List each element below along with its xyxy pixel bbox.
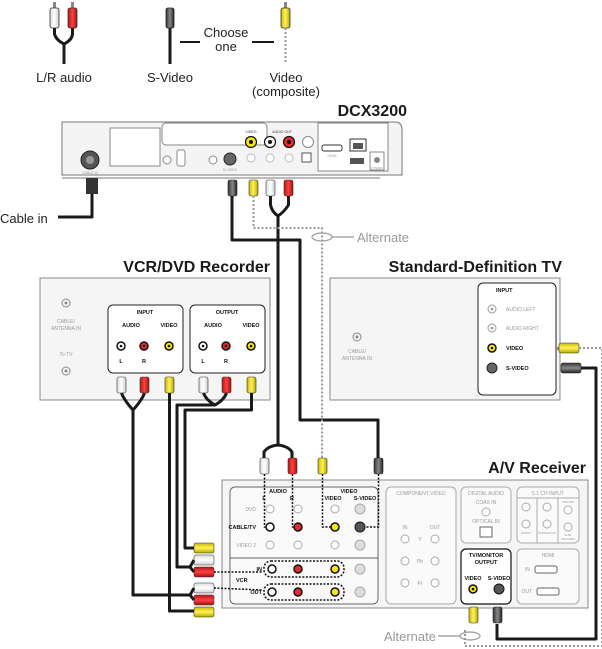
legend: L/R audio S-Video Choose one Video (comp… <box>36 2 320 99</box>
receiver-tv-monitor-1: TV/MONITOR <box>469 553 503 559</box>
receiver-tv-monitor-2: OUTPUT <box>475 560 498 566</box>
vcr-output-r: R <box>224 359 228 365</box>
coax-cable <box>58 192 94 219</box>
vcr-title: VCR/DVD Recorder <box>123 259 270 276</box>
legend-video: Video <box>269 70 302 85</box>
receiver-back-panel: AUDIO L R VIDEO VIDEO S-VIDEO DVD CABLE/… <box>221 479 589 609</box>
receiver-bottom-plugs <box>468 606 503 624</box>
receiver-cable-tv: CABLE/TV <box>229 525 257 531</box>
coax-connector-icon <box>86 178 98 194</box>
dcx3200-title: DCX3200 <box>338 103 407 120</box>
cable-in-label: Cable in <box>0 211 48 226</box>
receiver-vcr-in: IN <box>257 567 263 573</box>
legend-choose: Choose <box>204 25 249 40</box>
legend-lr-audio: L/R audio <box>36 70 92 85</box>
composite-video-plug-icon <box>280 2 291 64</box>
vcr-cable-antenna-1: CABLE/ <box>57 319 75 325</box>
dcx-power-label: POWER <box>371 166 383 170</box>
vcr-input-audio: AUDIO <box>122 323 140 329</box>
vcr-input-l: L <box>119 359 123 365</box>
legend-one: one <box>215 39 237 54</box>
tv-svideo: S-VIDEO <box>506 366 529 372</box>
receiver-surround: SURROUND <box>538 531 556 535</box>
alternate-label-bottom: Alternate <box>384 629 436 644</box>
tv-audio-right: AUDIO RIGHT <box>506 326 539 332</box>
tv-audio-left: AUDIO LEFT <box>506 307 535 313</box>
dcx-cable-in-label: CABLE IN <box>82 171 98 175</box>
vcr-to-tv: To TV <box>60 352 74 358</box>
vcr-output-l: L <box>201 359 205 365</box>
vcr-back-panel: CABLE/ ANTENNA IN To TV INPUT AUDIO VIDE… <box>39 277 271 401</box>
dcx-hdmi-label: HDMI <box>328 154 337 158</box>
dcx-video-label: VIDEO <box>246 130 257 134</box>
vcr-output-video: VIDEO <box>242 323 260 329</box>
svideo-cable-dcx-to-receiver <box>230 196 380 458</box>
receiver-video2: VIDEO 2 <box>236 543 256 549</box>
vcr-output-audio: AUDIO <box>204 323 222 329</box>
dcx-svideo-label: S-VIDEO <box>223 168 238 172</box>
receiver-pr: Pr <box>418 581 423 587</box>
receiver-hdmi: HDMI <box>542 553 555 559</box>
vcr-plugs <box>116 376 257 394</box>
receiver-center: CENTER <box>562 500 575 504</box>
s-video-plug-icon <box>165 7 175 64</box>
tv-cable-antenna-2: ANTENNA IN <box>342 356 372 362</box>
receiver-y: Y <box>418 537 422 543</box>
vcr-cable-antenna-2: ANTENNA IN <box>51 326 81 332</box>
vcr-output-video-cable <box>183 393 253 550</box>
tv-back-panel: CABLE/ ANTENNA IN INPUT AUDIO LEFT AUDIO… <box>329 277 561 401</box>
receiver-mon-video: VIDEO <box>464 576 482 582</box>
receiver-optical-in: OPTICAL IN <box>472 519 500 525</box>
dcx3200-back-panel: CABLE IN S-VIDEO VIDEO AUDIO OUT HDMI PO… <box>61 121 403 179</box>
composite-video-alternate-line <box>252 196 323 458</box>
receiver-comp-out: OUT <box>430 525 441 531</box>
receiver-coax-in: COAX IN <box>476 500 497 506</box>
receiver-digital-audio: DIGITAL AUDIO <box>468 491 504 497</box>
vcr-input-label: INPUT <box>137 310 154 316</box>
receiver-front: FRONT <box>521 531 531 535</box>
receiver-vcr: VCR <box>236 578 248 584</box>
receiver-top-plugs <box>259 457 384 475</box>
lr-audio-plug-icon <box>49 2 78 64</box>
vcr-output-label: OUTPUT <box>216 310 239 316</box>
receiver-pb: Pb <box>417 559 423 565</box>
receiver-comp-in: IN <box>403 525 408 531</box>
receiver-vcr-out: OUT <box>250 590 262 596</box>
vcr-input-video-cable <box>168 393 194 613</box>
receiver-audio-head: AUDIO <box>269 489 287 495</box>
vcr-input-video: VIDEO <box>160 323 178 329</box>
tv-cable-antenna-1: CABLE/ <box>348 349 366 355</box>
receiver-svideo-col: S-VIDEO <box>354 496 377 502</box>
legend-s-video: S-Video <box>147 70 193 85</box>
tv-input-label: INPUT <box>496 288 513 294</box>
receiver-side-plugs <box>193 542 215 618</box>
receiver-video-col: VIDEO <box>324 496 342 502</box>
receiver-dvd: DVD <box>245 507 256 513</box>
receiver-mon-svideo: S-VIDEO <box>488 576 511 582</box>
receiver-component-video: COMPONENT VIDEO <box>396 491 445 497</box>
receiver-hdmi-in: IN <box>525 567 530 573</box>
receiver-title: A/V Receiver <box>488 460 586 477</box>
receiver-hdmi-out: OUT <box>521 589 532 595</box>
tv-video: VIDEO <box>506 346 524 352</box>
vcr-input-r: R <box>142 359 146 365</box>
tv-title: Standard-Definition TV <box>389 259 563 276</box>
receiver-video-head: VIDEO <box>340 489 358 495</box>
dcx-plugs <box>227 179 294 197</box>
tv-plugs <box>555 342 582 374</box>
dcx-audio-out-label: AUDIO OUT <box>272 130 292 134</box>
alternate-label-top: Alternate <box>357 230 409 245</box>
legend-composite: (composite) <box>252 84 320 99</box>
vcr-output-audio-cable <box>175 403 215 569</box>
receiver-sub-1: SUB- <box>564 533 571 537</box>
receiver-sub-2: WOOFER <box>561 537 575 541</box>
svideo-cable-receiver-to-tv <box>495 366 598 641</box>
receiver-51-input: 5.1 CH INPUT <box>532 491 564 497</box>
